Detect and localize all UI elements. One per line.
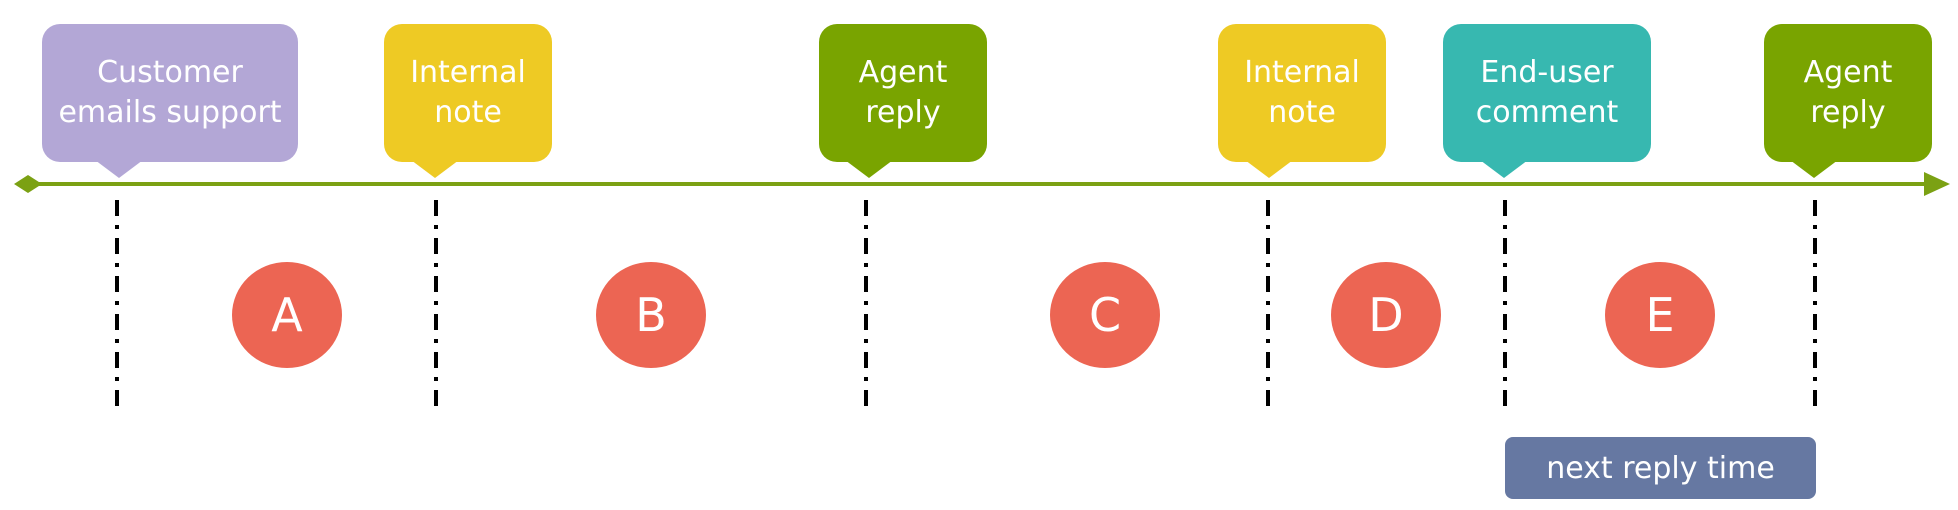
event-label: Internal note bbox=[410, 55, 526, 130]
event-internal-note: Internal note bbox=[1218, 24, 1386, 162]
event-customer-emails-support: Customer emails support bbox=[42, 24, 298, 162]
event-pointer bbox=[411, 160, 459, 178]
segment-label: C bbox=[1088, 288, 1122, 342]
event-label: Customer emails support bbox=[58, 55, 282, 130]
event-pointer bbox=[1480, 160, 1528, 178]
segment-label: E bbox=[1645, 288, 1675, 342]
event-pointer bbox=[845, 160, 893, 178]
event-internal-note: Internal note bbox=[384, 24, 552, 162]
event-pointer bbox=[95, 160, 143, 178]
tag-label: next reply time bbox=[1546, 450, 1775, 486]
segment-marker-a: A bbox=[232, 262, 342, 368]
segment-label: D bbox=[1368, 288, 1404, 342]
event-label: Internal note bbox=[1244, 55, 1360, 130]
segment-marker-c: C bbox=[1050, 262, 1160, 368]
event-label: Agent reply bbox=[1803, 55, 1893, 130]
event-pointer bbox=[1790, 160, 1838, 178]
segment-label: B bbox=[635, 288, 667, 342]
event-agent-reply: Agent reply bbox=[819, 24, 987, 162]
event-pointer bbox=[1245, 160, 1293, 178]
axis-arrowhead bbox=[1924, 172, 1950, 196]
segment-label: A bbox=[271, 288, 303, 342]
event-label: End-user comment bbox=[1475, 55, 1619, 130]
segment-marker-d: D bbox=[1331, 262, 1441, 368]
next-reply-time-tag: next reply time bbox=[1505, 437, 1816, 499]
segment-marker-b: B bbox=[596, 262, 706, 368]
event-end-user-comment: End-user comment bbox=[1443, 24, 1651, 162]
event-agent-reply: Agent reply bbox=[1764, 24, 1932, 162]
segment-marker-e: E bbox=[1605, 262, 1715, 368]
event-label: Agent reply bbox=[858, 55, 948, 130]
